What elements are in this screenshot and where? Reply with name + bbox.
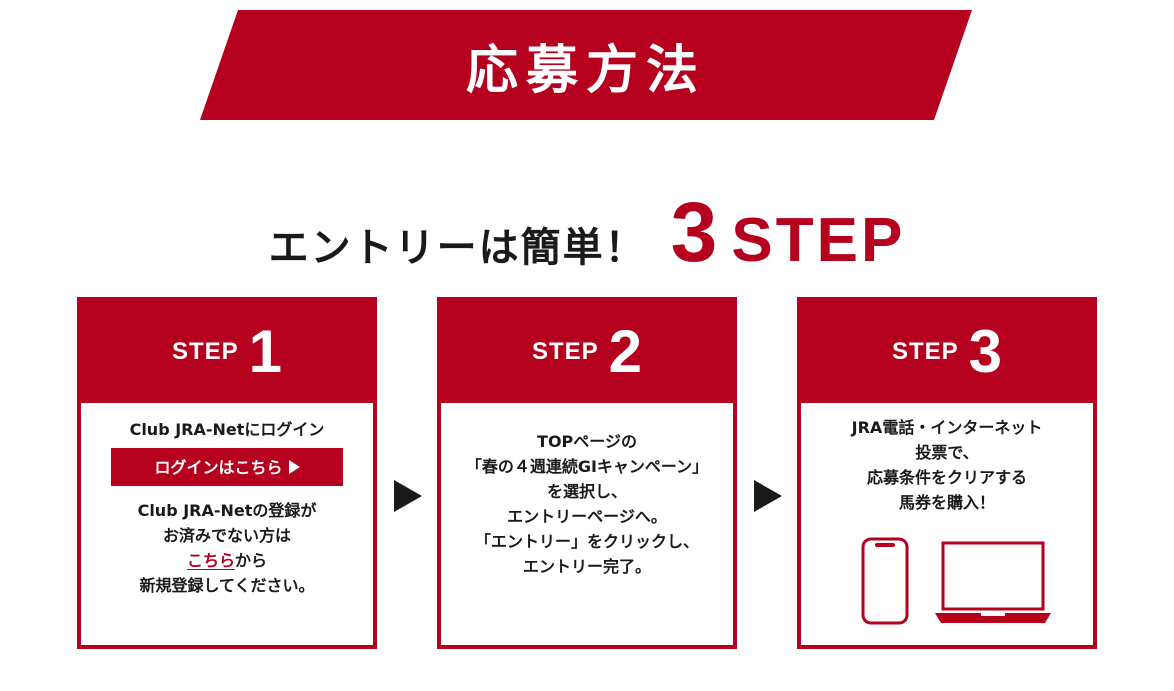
step-2-body: TOPページの 「春の４週連続GIキャンペーン」 を選択し、 エントリーページへ… [441, 403, 733, 579]
step-3-header: STEP 3 [801, 301, 1093, 403]
step-2-line: エントリーページへ。 [507, 507, 667, 526]
smartphone-icon [861, 537, 909, 625]
step-2-line: 「エントリー」をクリックし、 [474, 532, 699, 551]
step-3-line: 馬券を購入！ [898, 493, 995, 512]
headline: エントリーは簡単！ 3 STEP [0, 190, 1174, 280]
step-1-intro: Club JRA-Netにログイン [129, 420, 325, 439]
headline-step-count: 3 [670, 185, 718, 279]
headline-text: エントリーは簡単！ [268, 225, 647, 271]
step-2-number: 2 [608, 318, 643, 385]
step-3-line: JRA電話・インターネット [851, 418, 1043, 437]
step-3-body: JRA電話・インターネット 投票で、 応募条件をクリアする 馬券を購入！ [801, 403, 1093, 515]
next-arrow-icon [394, 480, 422, 512]
step-1-card: STEP 1 Club JRA-Netにログイン ログインはこちら Club J… [77, 297, 377, 649]
register-link[interactable]: こちら [186, 551, 235, 570]
step-2-line: 「春の４週連続GIキャンペーン」 [465, 457, 709, 476]
step-2-line: を選択し、 [546, 482, 627, 501]
step-1-line-3: こちらから [91, 548, 363, 573]
step-1-link-suffix: から [235, 551, 268, 570]
login-button-label: ログインはこちら [154, 457, 283, 477]
step-3-line: 応募条件をクリアする [866, 468, 1027, 487]
play-arrow-icon [288, 460, 300, 474]
section-banner: 応募方法 [200, 10, 972, 120]
step-1-line-4: 新規登録してください。 [139, 576, 315, 595]
step-3-card: STEP 3 JRA電話・インターネット 投票で、 応募条件をクリアする 馬券を… [797, 297, 1097, 649]
step-3-number: 3 [968, 318, 1003, 385]
step-1-body: Club JRA-Netにログイン ログインはこちら Club JRA-Netの… [81, 403, 373, 598]
step-3-line: 投票で、 [915, 443, 979, 462]
step-2-label: STEP [531, 338, 599, 365]
step-2-header: STEP 2 [441, 301, 733, 403]
section-title: 応募方法 [465, 40, 706, 101]
laptop-icon [935, 541, 1051, 623]
step-1-line-1: Club JRA-Netの登録が [137, 501, 317, 520]
next-arrow-icon [754, 480, 782, 512]
step-2-line: エントリー完了。 [522, 557, 651, 576]
login-button[interactable]: ログインはこちら [111, 448, 343, 486]
step-2-line: TOPページの [537, 432, 637, 451]
step-3-label: STEP [891, 338, 959, 365]
device-icons [801, 537, 1093, 627]
step-2-card: STEP 2 TOPページの 「春の４週連続GIキャンペーン」 を選択し、 エン… [437, 297, 737, 649]
step-1-number: 1 [248, 318, 283, 385]
step-1-line-2: お済みでない方は [162, 526, 291, 545]
headline-step-word: STEP [731, 206, 906, 275]
step-1-label: STEP [171, 338, 239, 365]
step-1-header: STEP 1 [81, 301, 373, 403]
